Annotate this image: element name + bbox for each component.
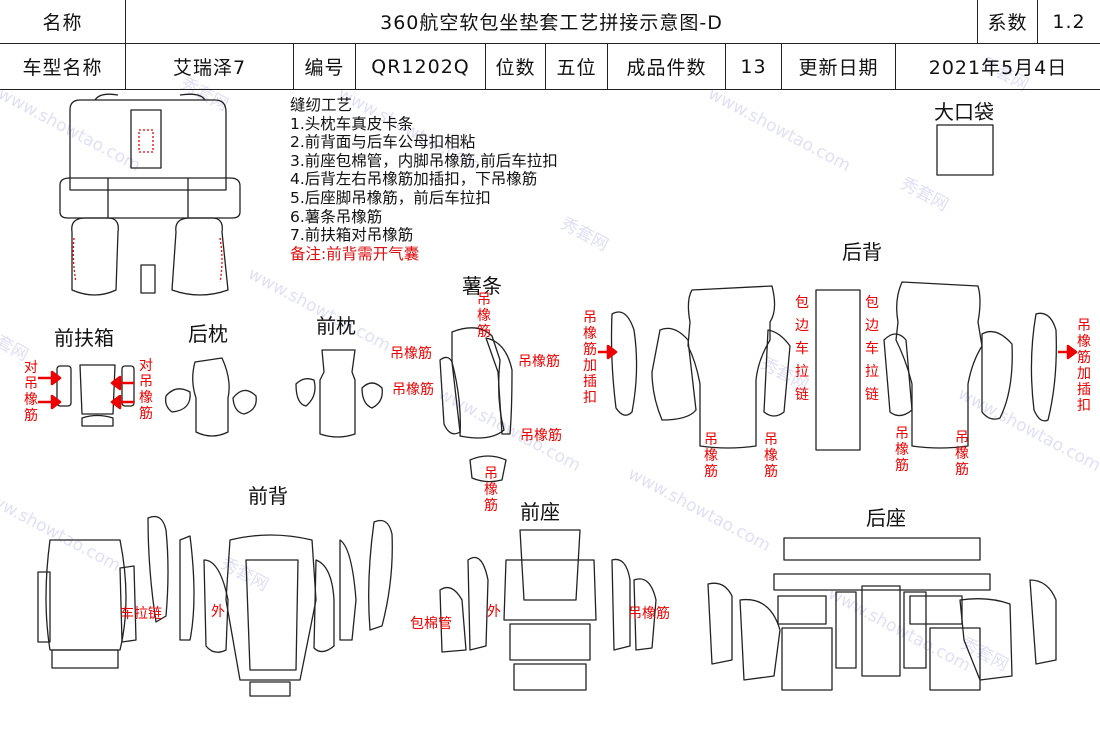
annotation-outer: 外 [211, 604, 225, 620]
note-item: 4.后背左右吊橡筋加插扣，下吊橡筋 [290, 170, 538, 189]
note-item: 7.前扶箱对吊橡筋 [290, 226, 414, 245]
pieces-label: 成品件数 [608, 44, 726, 90]
front-back-patterns [37, 515, 393, 697]
rear-seat-patterns [707, 537, 1057, 691]
model-label: 车型名称 [0, 44, 126, 90]
front-headrest-title: 前枕 [316, 314, 356, 338]
code-value: QR1202Q [356, 44, 486, 90]
annotation-outer: 外 [487, 604, 501, 620]
date-value: 2021年5月4日 [896, 44, 1100, 90]
date-label: 更新日期 [782, 44, 896, 90]
annotation-pair-elastic: 对吊橡筋 [24, 360, 38, 424]
front-armrest-title: 前扶箱 [54, 326, 114, 350]
big-pocket-title: 大口袋 [934, 100, 994, 124]
annotation-elastic-buckle: 吊橡筋加插扣 [583, 310, 597, 406]
note-item: 2.前背面与后车公母扣相粘 [290, 133, 476, 152]
front-armrest-patterns [56, 364, 135, 427]
pieces-value: 13 [726, 44, 782, 90]
annotation-elastic: 吊橡筋 [392, 382, 434, 398]
annotation-elastic-buckle: 吊橡筋加插扣 [1077, 318, 1091, 414]
front-headrest-patterns [295, 349, 383, 438]
rear-headrest-title: 后枕 [188, 322, 228, 346]
coef-label: 系数 [978, 0, 1038, 44]
seats-label: 位数 [486, 44, 546, 90]
front-seat-title: 前座 [520, 500, 560, 524]
car-seat-overview-icon [59, 93, 241, 296]
note-item: 6.薯条吊橡筋 [290, 207, 383, 226]
annotation-elastic: 吊橡筋 [477, 292, 491, 340]
annotation-cotton-tube: 包棉管 [410, 616, 452, 632]
seats-value: 五位 [546, 44, 608, 90]
annotation-sew-zipper: 车拉链 [120, 606, 162, 622]
rear-headrest-patterns [164, 357, 257, 437]
code-label: 编号 [294, 44, 356, 90]
notes-title: 缝纫工艺 [290, 96, 353, 114]
front-seat-patterns [439, 529, 657, 691]
annotation-elastic: 吊橡筋 [955, 430, 969, 478]
annotation-elastic: 吊橡筋 [704, 432, 718, 480]
annotation-elastic: 吊橡筋 [484, 466, 498, 514]
annotation-elastic: 吊橡筋 [895, 426, 909, 474]
name-label: 名称 [0, 0, 126, 44]
annotation-elastic: 吊橡筋 [518, 354, 560, 370]
note-item: 5.后座脚吊橡筋，前后车拉扣 [290, 188, 491, 207]
note-item: 1.头枕车真皮卡条 [290, 114, 414, 133]
fries-patterns [439, 327, 513, 483]
coef-value: 1.2 [1038, 0, 1100, 44]
rear-back-title: 后背 [842, 240, 882, 264]
arrow-icons [38, 344, 1078, 410]
big-pocket-pattern [936, 124, 994, 176]
fries-title: 薯条 [462, 274, 502, 298]
rear-seat-title: 后座 [866, 506, 906, 530]
model-value: 艾瑞泽7 [126, 44, 294, 90]
annotation-pair-elastic: 对吊橡筋 [139, 358, 153, 422]
annotation-elastic: 吊橡筋 [628, 606, 670, 622]
annotation-elastic: 吊橡筋 [764, 432, 778, 480]
note-item: 3.前座包棉管，内脚吊橡筋,前后车拉扣 [290, 151, 558, 170]
annotation-elastic: 吊橡筋 [390, 346, 432, 362]
sheet-title: 360航空软包坐垫套工艺拼接示意图-D [126, 0, 978, 44]
rear-back-left-patterns [610, 285, 861, 451]
process-notes: 缝纫工艺 1.头枕车真皮卡条 2.前背面与后车公母扣相粘 3.前座包棉管，内脚吊… [290, 96, 558, 263]
annotation-piping-zipper: 包边车拉链 [865, 295, 879, 403]
annotation-piping-zipper: 包边车拉链 [795, 295, 809, 403]
front-back-title: 前背 [248, 484, 288, 508]
notes-remark: 备注:前背需开气囊 [290, 244, 420, 263]
rear-back-right-patterns [883, 281, 1057, 449]
annotation-elastic: 吊橡筋 [520, 428, 562, 444]
